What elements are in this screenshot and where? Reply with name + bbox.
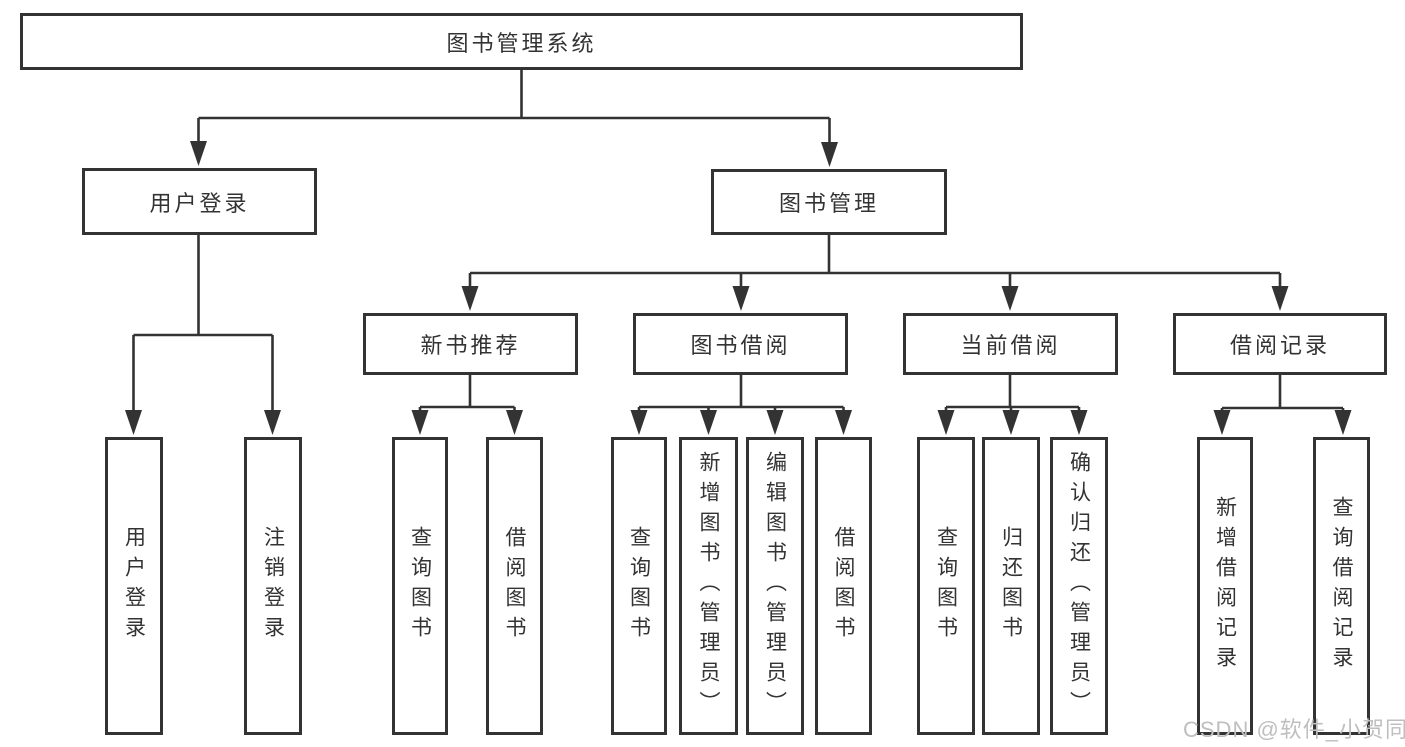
node-leaf-query-books-1: 查询图书: [392, 437, 448, 735]
connector-borrowing-records: [1213, 375, 1352, 435]
leaf-label: 查询图书: [934, 526, 958, 646]
connector-current-borrowing: [937, 375, 1088, 435]
connector-new-book: [411, 375, 523, 435]
node-book-management: 图书管理: [711, 169, 947, 235]
leaf-label: 借阅图书: [503, 526, 526, 646]
connector-root: [190, 69, 838, 167]
leaf-label: 新增图书（管理员）: [697, 451, 720, 721]
leaf-label: 用户登录: [122, 526, 146, 646]
node-leaf-edit-books-admin: 编辑图书（管理员）: [746, 437, 804, 735]
node-borrowing-records: 借阅记录: [1173, 313, 1387, 375]
node-new-book-recommend: 新书推荐: [363, 313, 578, 375]
leaf-label: 归还图书: [999, 526, 1023, 646]
node-leaf-logout: 注销登录: [244, 437, 302, 735]
node-leaf-query-books-2: 查询图书: [611, 437, 667, 735]
node-leaf-add-books-admin: 新增图书（管理员）: [679, 437, 738, 735]
connector-user-login: [125, 235, 281, 435]
node-leaf-query-borrow-record: 查询借阅记录: [1313, 437, 1370, 735]
node-user-login: 用户登录: [82, 168, 317, 235]
node-leaf-user-login: 用户登录: [105, 437, 163, 735]
leaf-label: 查询图书: [408, 526, 432, 646]
node-leaf-add-borrow-record: 新增借阅记录: [1197, 437, 1253, 735]
leaf-label: 查询图书: [627, 526, 651, 646]
leaf-label: 新增借阅记录: [1213, 496, 1237, 676]
connector-book-borrowing: [630, 375, 852, 435]
node-leaf-borrow-books-1: 借阅图书: [486, 437, 543, 735]
csdn-watermark: CSDN @软件_小贺同学: [1183, 717, 1405, 742]
leaf-label: 编辑图书（管理员）: [763, 451, 787, 721]
leaf-label: 注销登录: [261, 526, 285, 646]
leaf-label: 借阅图书: [832, 526, 855, 646]
node-book-borrowing: 图书借阅: [633, 313, 848, 375]
leaf-label: 查询借阅记录: [1330, 496, 1353, 676]
node-leaf-borrow-books-2: 借阅图书: [815, 437, 872, 735]
node-root: 图书管理系统: [20, 13, 1023, 70]
node-leaf-query-books-3: 查询图书: [917, 437, 975, 735]
node-current-borrowing: 当前借阅: [903, 313, 1118, 375]
node-leaf-return-books: 归还图书: [982, 437, 1040, 735]
connector-book-management: [461, 235, 1289, 311]
leaf-label: 确认归还（管理员）: [1067, 451, 1091, 721]
node-leaf-confirm-return-admin: 确认归还（管理员）: [1050, 437, 1108, 735]
